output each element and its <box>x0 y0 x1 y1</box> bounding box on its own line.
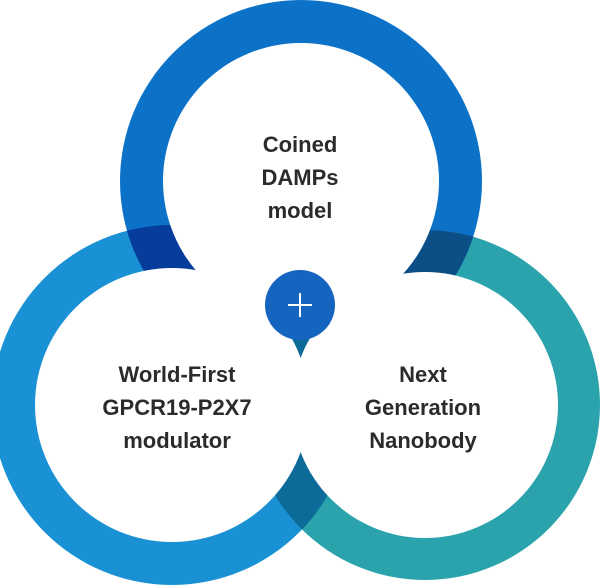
plus-button[interactable] <box>265 270 335 340</box>
right-inner-disk <box>292 272 558 538</box>
left-label-line: World-First <box>118 362 236 387</box>
left-inner-disk <box>35 268 309 542</box>
left-label-line: GPCR19-P2X7 <box>102 395 252 420</box>
left-label-line: modulator <box>123 428 231 453</box>
right-label-line: Next <box>399 362 447 387</box>
right-label-line: Generation <box>364 395 482 420</box>
top-inner-disk <box>163 43 439 319</box>
right-circle-label: Next Generation Nanobody <box>323 358 523 457</box>
right-label-line: Nanobody <box>369 428 477 453</box>
top-circle-label: Coined DAMPs model <box>200 128 400 227</box>
left-circle-label: World-First GPCR19-P2X7 modulator <box>77 358 277 457</box>
top-label-line: DAMPs <box>261 165 339 190</box>
top-label-line: model <box>267 198 333 223</box>
top-label-line: Coined <box>262 132 338 157</box>
